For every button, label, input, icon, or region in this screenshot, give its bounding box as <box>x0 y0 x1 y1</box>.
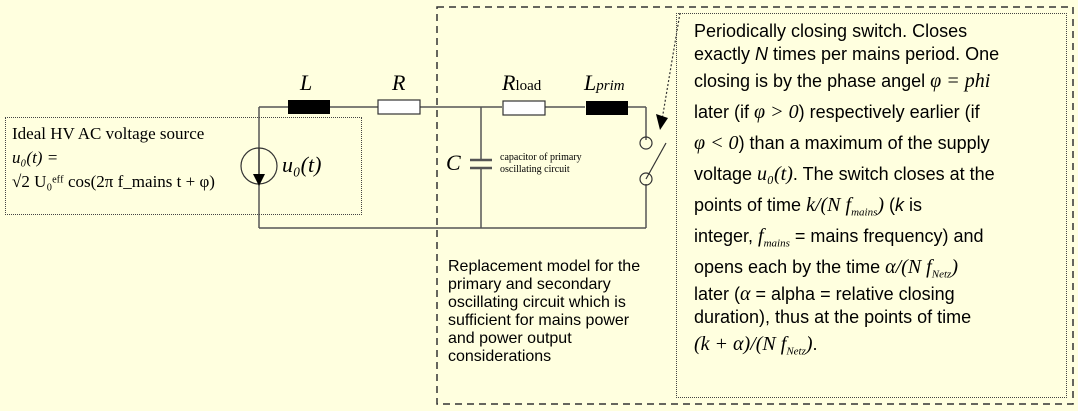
inductor-L-label: L <box>300 70 313 95</box>
resistor-load-label: Rload <box>502 70 542 95</box>
switch-description-box <box>676 13 1067 398</box>
capacitor-C <box>470 158 492 170</box>
inductor-L <box>288 100 330 114</box>
replacement-model-note: Replacement model for the primary and se… <box>448 258 641 365</box>
voltage-source-icon <box>240 147 278 186</box>
resistor-load <box>502 100 546 116</box>
resistor-R-label: R <box>392 70 406 95</box>
resistor-R <box>377 99 421 115</box>
pointer-arrow-icon <box>656 12 681 130</box>
source-description: Ideal HV AC voltage source u₀(t) = √2 U₀… <box>12 122 215 194</box>
source-description-box <box>5 117 362 215</box>
source-title: Ideal HV AC voltage source <box>12 124 205 143</box>
source-equation-line1: u₀(t) = <box>12 148 59 167</box>
switch-icon <box>639 136 667 186</box>
replacement-model-box <box>436 6 1074 405</box>
source-label: u₀(t) <box>282 152 322 177</box>
inductor-prim <box>586 101 628 115</box>
capacitor-C-label: C <box>446 150 461 175</box>
inductor-prim-label: Lprim <box>584 70 625 95</box>
source-equation-line2: √2 U₀ᵉᶠᶠ cos(2π f_mains t + φ) <box>12 172 215 191</box>
capacitor-note: capacitor of primary oscillating circuit <box>500 152 582 175</box>
switch-description: Periodically closing switch. Closes exac… <box>694 21 1000 358</box>
